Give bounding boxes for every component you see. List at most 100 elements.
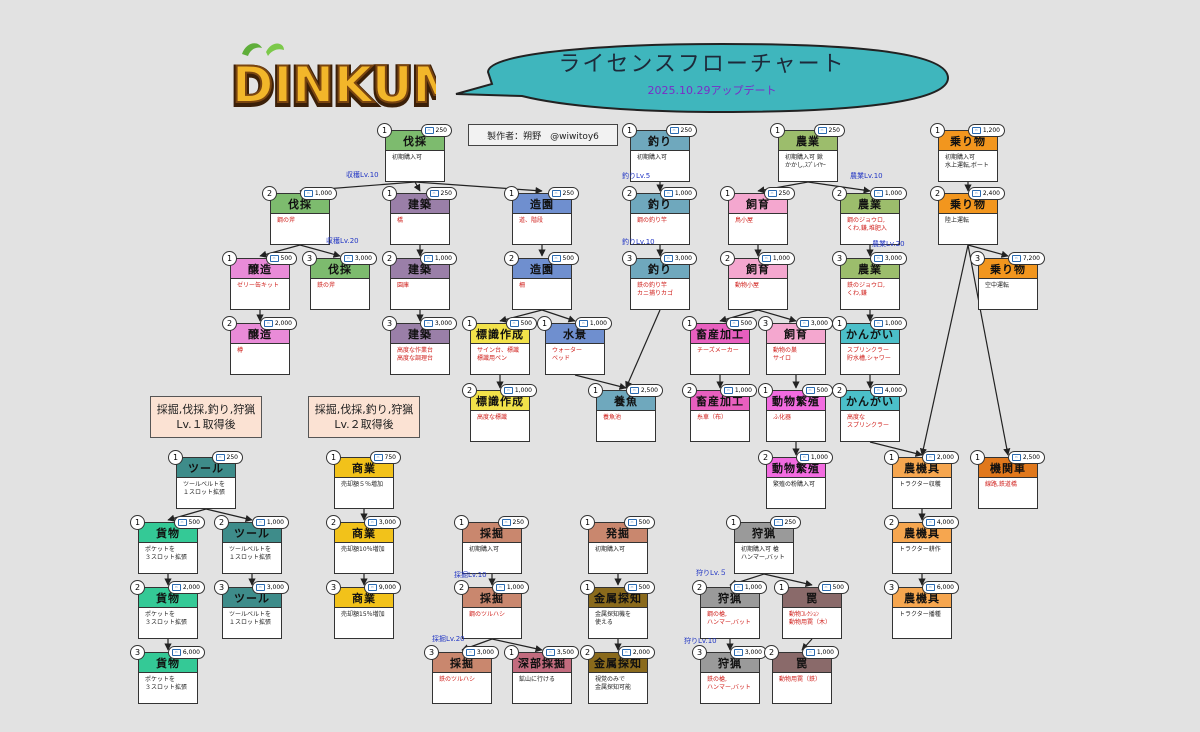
- license-description: 鉱山に行ける: [519, 676, 556, 683]
- cost-badge: ▭1,000: [491, 581, 529, 594]
- ticket-icon: ▭: [767, 190, 777, 197]
- cost-value: 1,200: [982, 127, 1000, 134]
- cost-value: 3,000: [378, 519, 396, 526]
- license-description: 高度な スプリンクラー: [847, 414, 890, 429]
- cost-value: 750: [384, 454, 396, 461]
- level-badge: 1: [720, 186, 735, 201]
- cost-badge: ▭1,000: [299, 187, 337, 200]
- level-badge: 1: [504, 186, 519, 201]
- logo-text: DINKUM: [232, 56, 436, 114]
- cost-value: 2,400: [982, 190, 1000, 197]
- cost-value: 500: [280, 255, 292, 262]
- license-description: スプリンクラー 貯水槽,シャワー: [847, 347, 891, 362]
- cost-badge: ▭3,000: [419, 317, 457, 330]
- cost-badge: ▭1,000: [499, 384, 537, 397]
- level-badge: 1: [504, 645, 519, 660]
- level-badge: 1: [622, 123, 637, 138]
- level-badge: 3: [326, 580, 341, 595]
- cost-value: 1,000: [674, 190, 692, 197]
- level-badge: 2: [622, 186, 637, 201]
- level-badge: 2: [884, 515, 899, 530]
- license-description: 空中運転: [985, 282, 1010, 289]
- ticket-icon: ▭: [423, 255, 433, 262]
- level-badge: 1: [930, 123, 945, 138]
- cost-badge: ▭3,000: [729, 646, 767, 659]
- license-description: 動物小屋: [735, 282, 760, 289]
- level-badge: 1: [130, 515, 145, 530]
- cost-value: 2,500: [640, 387, 658, 394]
- cost-value: 500: [816, 387, 828, 394]
- level-badge: 2: [214, 515, 229, 530]
- level-badge: 1: [726, 515, 741, 530]
- license-description: 高度な標識: [477, 414, 508, 421]
- level-badge: 2: [454, 580, 469, 595]
- license-description: 鋼のジョウロ, くわ,鎌,堆肥入: [847, 217, 887, 232]
- ticket-icon: ▭: [733, 649, 743, 656]
- license-description: 高度な作業台 高度な調理台: [397, 347, 434, 362]
- license-title: 建築: [391, 324, 449, 344]
- cost-value: 1,000: [810, 454, 828, 461]
- requirement-note-lv2: 採掘,伐採,釣り,狩猟 Lv.２取得後: [308, 396, 420, 438]
- cost-badge: ▭250: [497, 516, 529, 529]
- ticket-icon: ▭: [424, 127, 434, 134]
- level-badge: 2: [832, 186, 847, 201]
- level-badge: 2: [758, 450, 773, 465]
- level-badge: 3: [302, 251, 317, 266]
- cost-value: 2,000: [936, 454, 954, 461]
- level-badge: 3: [832, 251, 847, 266]
- cost-value: 1,000: [744, 584, 762, 591]
- ticket-icon: ▭: [465, 649, 475, 656]
- ticket-icon: ▭: [805, 649, 815, 656]
- cost-badge: ▭2,400: [967, 187, 1005, 200]
- credit-box: 製作者：朔野 @wiwitoy6: [468, 124, 618, 146]
- license-description: 初期購入可: [595, 546, 626, 553]
- cost-badge: ▭3,000: [461, 646, 499, 659]
- level-badge: 2: [462, 383, 477, 398]
- level-badge: 1: [454, 515, 469, 530]
- ticket-icon: ▭: [627, 584, 637, 591]
- level-badge: 1: [462, 316, 477, 331]
- level-badge: 1: [537, 316, 552, 331]
- ticket-icon: ▭: [621, 649, 631, 656]
- license-description: 園庫: [397, 282, 410, 289]
- license-description: ツールベルトを １スロット拡張: [229, 546, 272, 561]
- license-description: 鋼のツルハシ: [469, 611, 506, 618]
- cost-badge: ▭3,500: [541, 646, 579, 659]
- prerequisite-pre-tsuri2: 釣りLv.5: [622, 172, 651, 180]
- cost-badge: ▭9,000: [363, 581, 401, 594]
- ticket-icon: ▭: [177, 519, 187, 526]
- cost-value: 250: [512, 519, 524, 526]
- cost-badge: ▭1,000: [729, 581, 767, 594]
- cost-value: 1,000: [514, 387, 532, 394]
- cost-value: 3,000: [674, 255, 692, 262]
- level-badge: 2: [720, 251, 735, 266]
- ticket-icon: ▭: [761, 255, 771, 262]
- license-description: 鉄の釣り竿 カニ捕りカゴ: [637, 282, 674, 297]
- level-badge: 3: [884, 580, 899, 595]
- cost-value: 3,000: [354, 255, 372, 262]
- cost-badge: ▭250: [763, 187, 795, 200]
- ticket-icon: ▭: [343, 255, 353, 262]
- ticket-icon: ▭: [627, 519, 637, 526]
- level-badge: 2: [326, 515, 341, 530]
- level-badge: 3: [622, 251, 637, 266]
- title-bubble: [455, 42, 950, 114]
- cost-badge: ▭1,000: [659, 187, 697, 200]
- license-description: トラクター播種: [899, 611, 941, 618]
